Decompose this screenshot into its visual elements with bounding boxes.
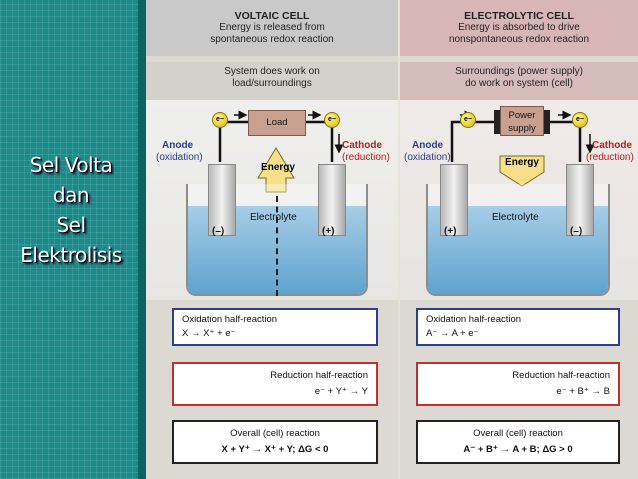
electrolytic-title: ELECTROLYTIC CELL <box>464 10 574 22</box>
voltaic-anode-sub: (oxidation) <box>156 152 203 163</box>
voltaic-oxidation-eq: X → X⁺ + e⁻ <box>182 328 236 339</box>
electrolytic-anode-electrode <box>440 164 468 236</box>
electrolytic-oxidation-eq: A⁻ → A + e⁻ <box>426 328 479 339</box>
voltaic-electrolyte-label: Electrolyte <box>250 212 297 223</box>
voltaic-overall-title: Overall (cell) reaction <box>230 428 320 439</box>
title-line-4: Elektrolisis <box>20 243 122 267</box>
slide-title: Sel Volta dan Sel Elektrolisis <box>0 150 142 270</box>
electrolytic-cathode-electrode <box>566 164 594 236</box>
electrolytic-reduction-title: Reduction half-reaction <box>512 370 610 381</box>
voltaic-reduction-eq: e⁻ + Y⁺ → Y <box>314 386 368 397</box>
voltaic-column: VOLTAIC CELL Energy is released from spo… <box>146 0 398 479</box>
electrolytic-electrolyte-label: Electrolyte <box>492 212 539 223</box>
voltaic-work-note: System does work on load/surroundings <box>146 62 398 104</box>
electrolytic-work-line-2: do work on system (cell) <box>465 78 573 89</box>
voltaic-overall-box: Overall (cell) reaction X + Y⁺ → X⁺ + Y;… <box>172 420 378 464</box>
electrolytic-oxidation-title: Oxidation half-reaction <box>426 314 522 325</box>
electrolytic-overall-eq: A⁻ + B⁺ → A + B; ΔG > 0 <box>463 444 573 455</box>
voltaic-overall-eq: X + Y⁺ → X⁺ + Y; ΔG < 0 <box>221 444 329 455</box>
electrolytic-right-sign: (–) <box>570 226 583 237</box>
electrolytic-reduction-eq: e⁻ + B⁺ → B <box>556 386 610 397</box>
electron-icon: e− <box>572 112 588 128</box>
voltaic-title: VOLTAIC CELL <box>234 10 310 22</box>
cell-comparison-figure: VOLTAIC CELL Energy is released from spo… <box>146 0 638 479</box>
title-line-1: Sel Volta <box>29 153 113 177</box>
electrolytic-work-line-1: Surroundings (power supply) <box>455 66 583 77</box>
electrolytic-anode-label: Anode <box>412 140 444 151</box>
voltaic-oxidation-box: Oxidation half-reaction X → X⁺ + e⁻ <box>172 308 378 346</box>
voltaic-reduction-title: Reduction half-reaction <box>270 370 368 381</box>
electrolytic-desc-line-1: Energy is absorbed to drive <box>458 22 580 33</box>
electrolytic-cell-diagram: Power supply e− e− Energy Anode (oxidati… <box>400 100 638 300</box>
electrolytic-reduction-box: Reduction half-reaction e⁻ + B⁺ → B <box>416 362 620 406</box>
electrolytic-energy-label: Energy <box>505 157 539 168</box>
voltaic-cathode-electrode <box>318 164 346 236</box>
voltaic-desc-line-1: Energy is released from <box>219 22 325 33</box>
voltaic-reduction-box: Reduction half-reaction e⁻ + Y⁺ → Y <box>172 362 378 406</box>
load-box: Load <box>248 110 306 136</box>
electrolytic-oxidation-box: Oxidation half-reaction A⁻ → A + e⁻ <box>416 308 620 346</box>
voltaic-right-sign: (+) <box>322 226 335 237</box>
voltaic-work-line-2: load/surroundings <box>232 78 312 89</box>
voltaic-anode-label: Anode <box>162 140 194 151</box>
voltaic-header: VOLTAIC CELL Energy is released from spo… <box>146 0 398 56</box>
voltaic-desc-line-2: spontaneous redox reaction <box>210 34 334 45</box>
electrolytic-work-note: Surroundings (power supply) do work on s… <box>400 62 638 104</box>
voltaic-left-sign: (–) <box>212 226 225 237</box>
voltaic-cell-diagram: Load e− e− Energy Anode (oxidation) Cath… <box>146 100 398 300</box>
electrolytic-anode-sub: (oxidation) <box>404 152 451 163</box>
power-supply-box: Power supply <box>500 106 544 136</box>
power-supply-line-2: supply <box>508 123 536 134</box>
electrolytic-overall-title: Overall (cell) reaction <box>473 428 563 439</box>
electrolytic-overall-box: Overall (cell) reaction A⁻ + B⁺ → A + B;… <box>416 420 620 464</box>
electrolytic-cathode-sub: (reduction) <box>586 152 634 163</box>
electrolytic-desc-line-2: nonspontaneous redox reaction <box>448 34 590 45</box>
electrolytic-cathode-label: Cathode <box>592 140 632 151</box>
voltaic-anode-electrode <box>208 164 236 236</box>
electrolytic-header: ELECTROLYTIC CELL Energy is absorbed to … <box>400 0 638 56</box>
voltaic-energy-label: Energy <box>261 162 295 173</box>
electron-icon: e− <box>460 112 476 128</box>
salt-bridge-divider <box>276 196 278 296</box>
electrolytic-left-sign: (+) <box>444 226 457 237</box>
voltaic-work-line-1: System does work on <box>224 66 320 77</box>
voltaic-cathode-sub: (reduction) <box>342 152 390 163</box>
electron-icon: e− <box>212 112 228 128</box>
title-line-3: Sel <box>56 213 86 237</box>
electrolytic-column: ELECTROLYTIC CELL Energy is absorbed to … <box>400 0 638 479</box>
voltaic-cathode-label: Cathode <box>342 140 382 151</box>
slide-divider-stripe <box>138 0 146 479</box>
power-supply-line-1: Power <box>508 110 536 121</box>
electron-icon: e− <box>324 112 340 128</box>
title-line-2: dan <box>52 183 90 207</box>
voltaic-oxidation-title: Oxidation half-reaction <box>182 314 278 325</box>
